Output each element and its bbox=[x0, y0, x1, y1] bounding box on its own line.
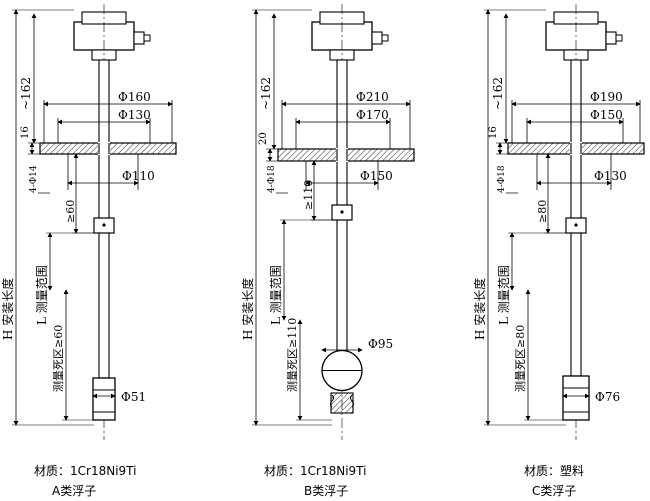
label-d2-b: Φ170 bbox=[356, 108, 389, 122]
float-type-a: A类浮子 bbox=[52, 484, 97, 498]
cylinder-float-c bbox=[562, 375, 590, 421]
label-d3-c: Φ130 bbox=[594, 169, 627, 183]
label-d2-c: Φ150 bbox=[590, 108, 623, 122]
label-flange-thk-c: 16 bbox=[488, 126, 499, 139]
label-gap-b: ≥110 bbox=[302, 180, 315, 210]
label-gap-c: ≥80 bbox=[536, 200, 549, 223]
label-bolt-b: 4-Φ18 bbox=[267, 165, 277, 193]
label-measure-range-a: L 测量范围 bbox=[35, 265, 49, 325]
label-flange-thk-a: 16 bbox=[20, 126, 31, 139]
label-d3-b: Φ150 bbox=[360, 169, 393, 183]
label-top-len-a: ~162 bbox=[19, 77, 33, 110]
label-d1-c: Φ190 bbox=[590, 90, 623, 104]
float-type-c: C类浮子 bbox=[532, 484, 577, 498]
label-measure-range-c: L 测量范围 bbox=[497, 265, 511, 325]
label-float-d-a: Φ51 bbox=[121, 390, 146, 404]
label-float-d-c: Φ76 bbox=[595, 390, 620, 404]
material-b: 材质：1Cr18Ni9Ti bbox=[264, 464, 367, 478]
material-c: 材质：塑料 bbox=[524, 464, 585, 478]
label-gap-a: ≥60 bbox=[64, 200, 77, 223]
material-a: 材质：1Cr18Ni9Ti bbox=[34, 464, 137, 478]
cable-gland-c bbox=[605, 31, 617, 45]
label-top-len-b: ~162 bbox=[259, 77, 273, 110]
label-install-length-c: H 安装长度 bbox=[472, 278, 487, 340]
cable-gland-b bbox=[371, 31, 383, 45]
float-type-b: B类浮子 bbox=[304, 484, 349, 498]
label-install-length-a: H 安装长度 bbox=[0, 278, 15, 340]
label-flange-thk-b: 20 bbox=[258, 132, 269, 145]
label-top-len-c: ~162 bbox=[491, 77, 505, 110]
spring-b bbox=[330, 392, 354, 414]
label-bolt-c: 4-Φ18 bbox=[497, 165, 507, 193]
label-float-d-b: Φ95 bbox=[368, 337, 393, 351]
cable-gland-a bbox=[133, 31, 145, 45]
label-install-length-b: H 安装长度 bbox=[240, 278, 255, 340]
label-dead-zone-a: 测量死区≥60 bbox=[52, 325, 65, 392]
cylinder-float-a bbox=[92, 377, 116, 421]
label-measure-range-b: L 测量范围 bbox=[269, 265, 283, 325]
label-bolt-a: 4-Φ14 bbox=[29, 165, 39, 193]
label-dead-zone-b: 测量死区≥110 bbox=[286, 318, 299, 392]
label-d2-a: Φ130 bbox=[118, 108, 151, 122]
label-dead-zone-c: 测量死区≥80 bbox=[514, 325, 527, 392]
label-d1-a: Φ160 bbox=[118, 90, 151, 104]
label-d1-b: Φ210 bbox=[356, 90, 389, 104]
